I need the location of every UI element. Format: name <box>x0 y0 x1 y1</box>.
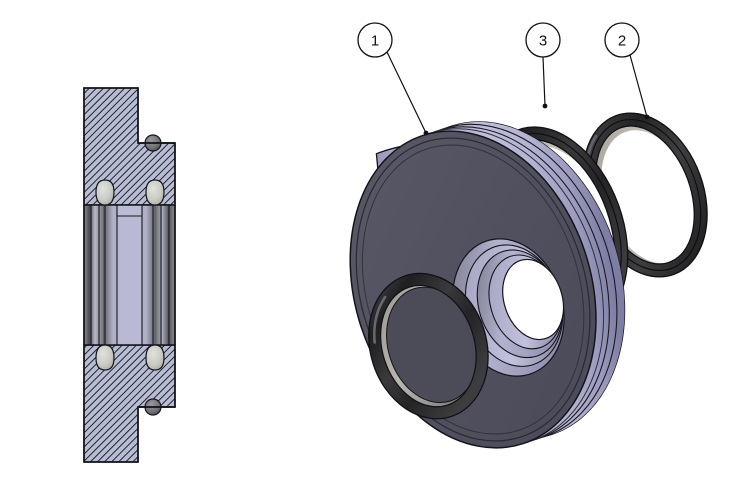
balloon-3-number: 3 <box>539 33 547 50</box>
balloon-2-circle[interactable] <box>604 22 640 58</box>
front-oring-outline-inner <box>380 284 477 408</box>
oring-section-shape <box>95 344 115 371</box>
installed-oring-front <box>368 272 489 420</box>
balloon-3-leader-dot <box>542 103 548 109</box>
balloon-2[interactable]: 2 <box>604 22 650 120</box>
section-bore-land <box>117 205 142 345</box>
balloon-1-number: 1 <box>371 33 379 50</box>
body-rim-band <box>423 121 625 444</box>
oring-section-shape <box>95 179 115 206</box>
balloon-2-leader <box>629 54 648 118</box>
oring-section-shape <box>145 179 165 206</box>
counterbore-group <box>452 238 565 377</box>
bore-notch <box>116 205 143 217</box>
section-bore <box>83 204 176 346</box>
balloon-3-circle[interactable] <box>525 22 561 58</box>
balloon-3[interactable]: 3 <box>525 22 561 109</box>
balloon-2-leader-dot <box>644 114 650 120</box>
front-oring-torus <box>368 273 489 419</box>
body-front-chamfer <box>355 137 591 442</box>
balloon-1-leader <box>386 51 427 134</box>
front-oring-highlight <box>372 295 387 344</box>
balloon-3-leader <box>542 56 546 107</box>
balloon-1-leader-dot <box>423 130 429 136</box>
section-oring-lower-left <box>95 344 115 371</box>
section-oring-upper-left <box>95 179 115 206</box>
balloon-1-circle[interactable] <box>357 22 393 58</box>
balloon-2-number: 2 <box>618 33 626 50</box>
body-through-bore <box>502 258 565 341</box>
oring-section-shape <box>145 344 165 371</box>
section-oring-lower-right <box>145 344 165 371</box>
balloon-1[interactable]: 1 <box>357 22 429 136</box>
section-oring-upper-right <box>145 179 165 206</box>
section-view <box>83 87 176 463</box>
balloon-callouts: 1 3 2 <box>357 22 650 136</box>
section-outline <box>83 87 176 463</box>
flange-body-part-1 <box>349 121 626 449</box>
front-oring-outline-outer <box>368 272 489 420</box>
